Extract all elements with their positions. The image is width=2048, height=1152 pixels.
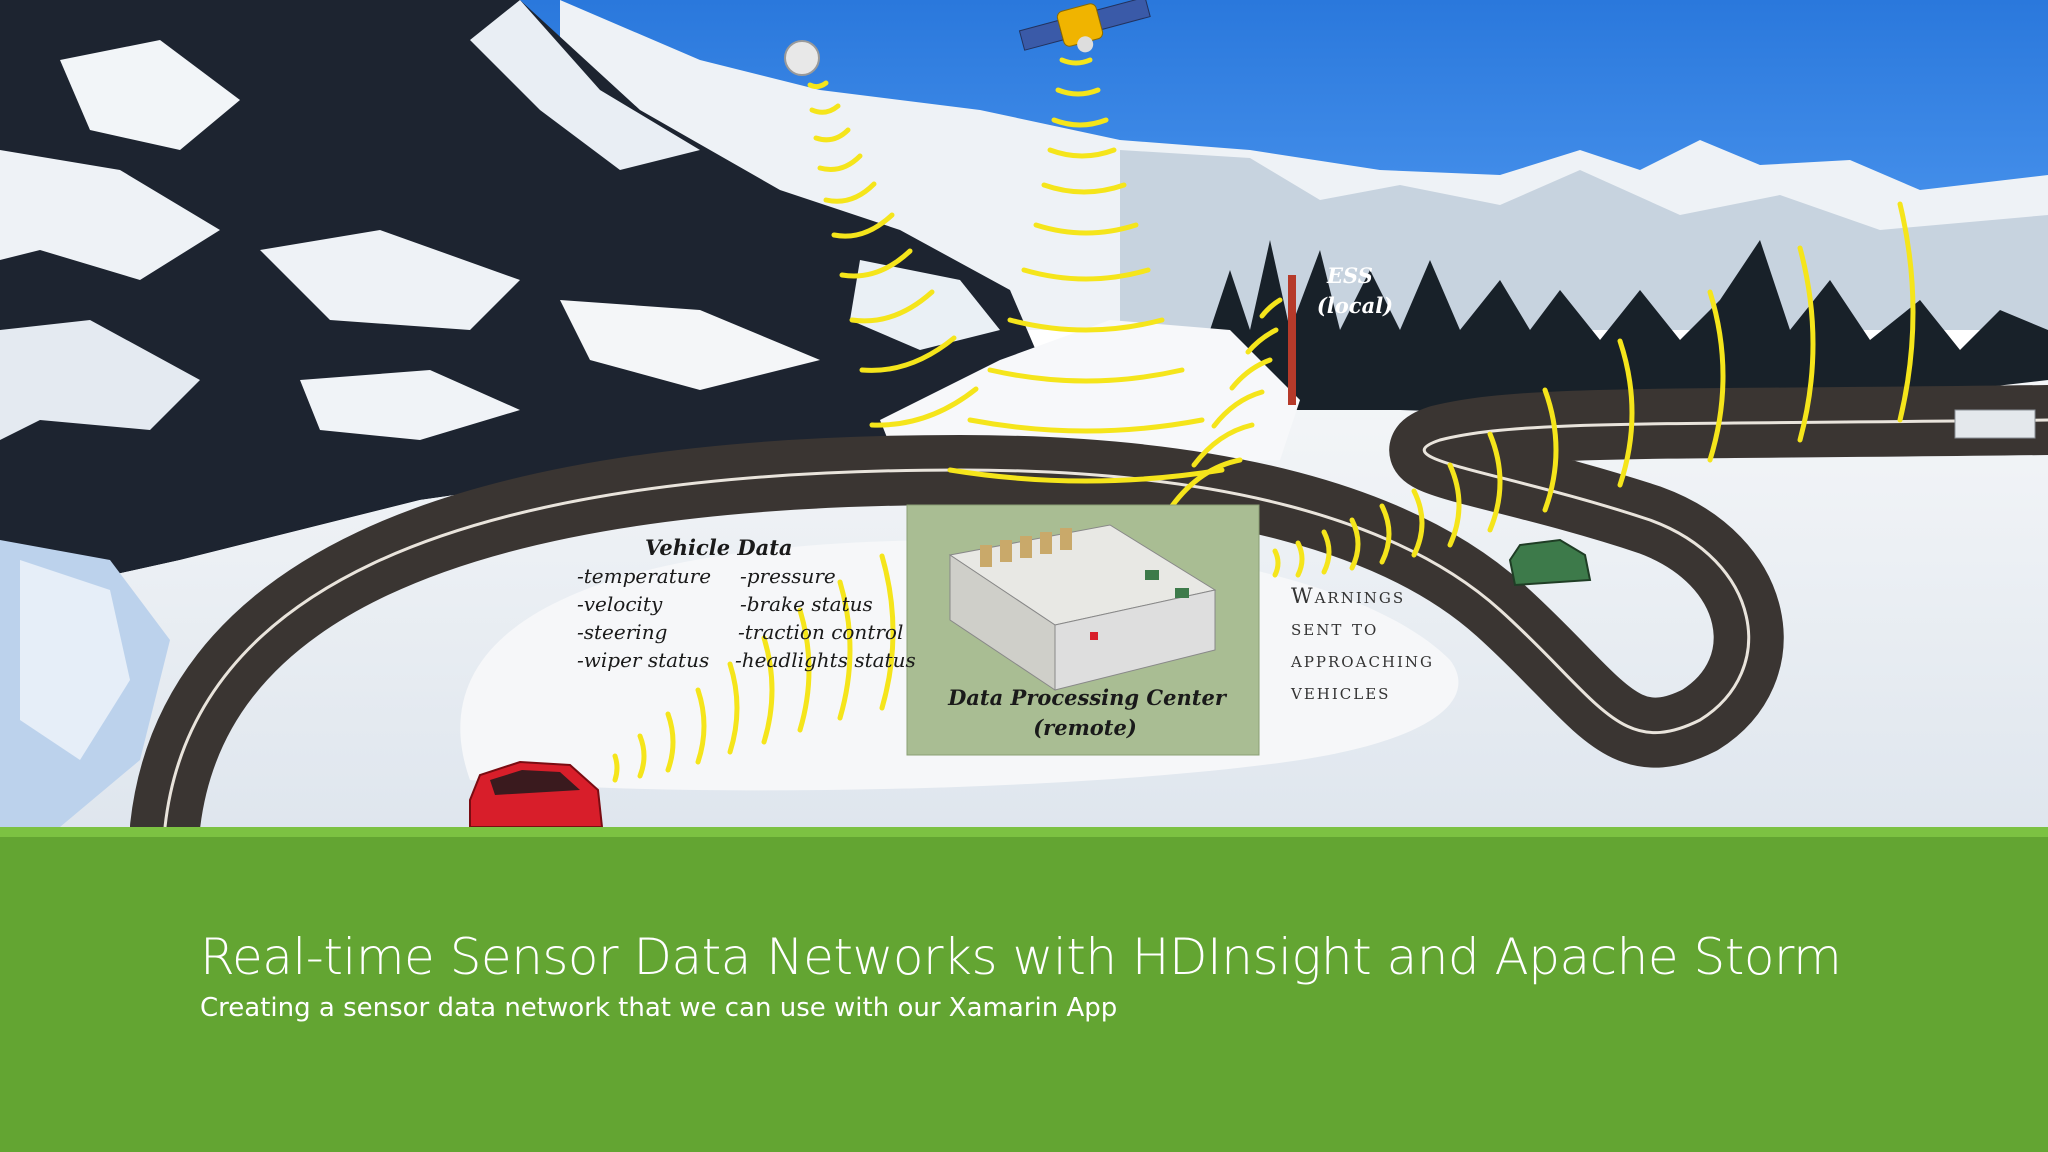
warnings-line: approaching: [1290, 648, 1434, 672]
red-car: [469, 760, 604, 827]
vehicle-data-item: -traction control: [738, 620, 903, 644]
green-car: [1508, 538, 1592, 587]
truck: [1954, 409, 2036, 439]
ess-tower: [1288, 275, 1296, 405]
vehicle-data-item: -headlights status: [735, 648, 916, 672]
signal-waves-satellite: [947, 57, 1225, 484]
vehicle-data-col2: -pressure -brake status -traction contro…: [735, 564, 916, 672]
ess-sublabel: (local): [1317, 293, 1393, 318]
title-footer: [0, 837, 2048, 1152]
satellite-icon: [1018, 0, 1151, 53]
slide-title: Real-time Sensor Data Networks with HDIn…: [200, 928, 1842, 986]
tree-line-right: [1200, 240, 2048, 430]
building-icon: [948, 524, 1217, 691]
vehicle-data-col1: -temperature -velocity -steering -wiper …: [577, 564, 711, 672]
warnings-label: Warnings sent to approaching vehicles: [1290, 584, 1434, 704]
vehicle-data-item: -temperature: [577, 564, 711, 588]
scene-svg: Vehicle Data -temperature -velocity -ste…: [0, 0, 2048, 827]
processing-center-sublabel: (remote): [1033, 715, 1137, 740]
processing-center-label: Data Processing Center: [947, 685, 1228, 710]
antenna-dome-icon: [784, 40, 820, 76]
vehicle-data-heading: Vehicle Data: [645, 535, 793, 560]
vehicle-data-item: -wiper status: [577, 648, 709, 672]
scene-illustration: Vehicle Data -temperature -velocity -ste…: [0, 0, 2048, 827]
signal-waves-antenna: [807, 80, 979, 428]
vehicle-data-item: -steering: [577, 620, 667, 644]
warnings-line: sent to: [1291, 616, 1378, 640]
accent-stripe: [0, 827, 2048, 837]
snow-mound: [880, 320, 1300, 470]
vehicle-data-item: -pressure: [740, 564, 836, 588]
ess-label: ESS: [1326, 263, 1373, 288]
vehicle-data-item: -brake status: [740, 592, 873, 616]
warnings-line: Warnings: [1291, 584, 1405, 608]
signal-waves-ess: [1169, 297, 1283, 509]
vehicle-data-item: -velocity: [577, 592, 663, 616]
warnings-line: vehicles: [1290, 680, 1390, 704]
signal-waves-warnings: [1252, 201, 1916, 578]
slide-subtitle: Creating a sensor data network that we c…: [200, 993, 1118, 1023]
